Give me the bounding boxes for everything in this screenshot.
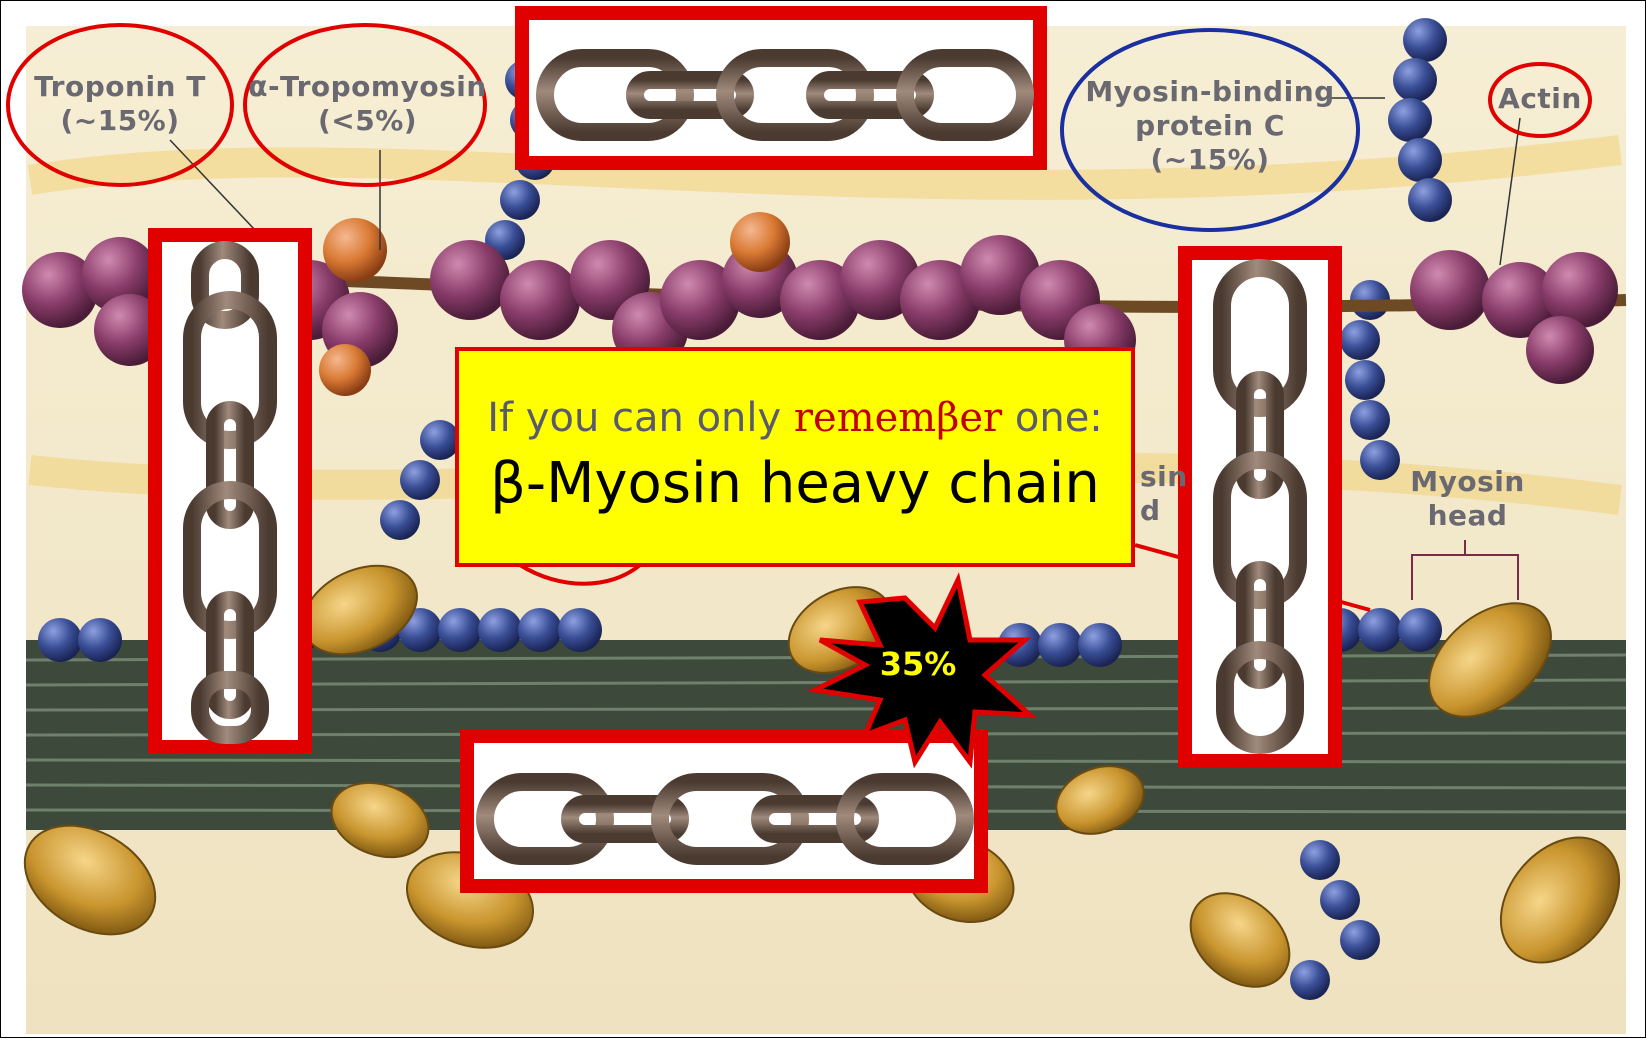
slide-border <box>0 0 1646 1038</box>
